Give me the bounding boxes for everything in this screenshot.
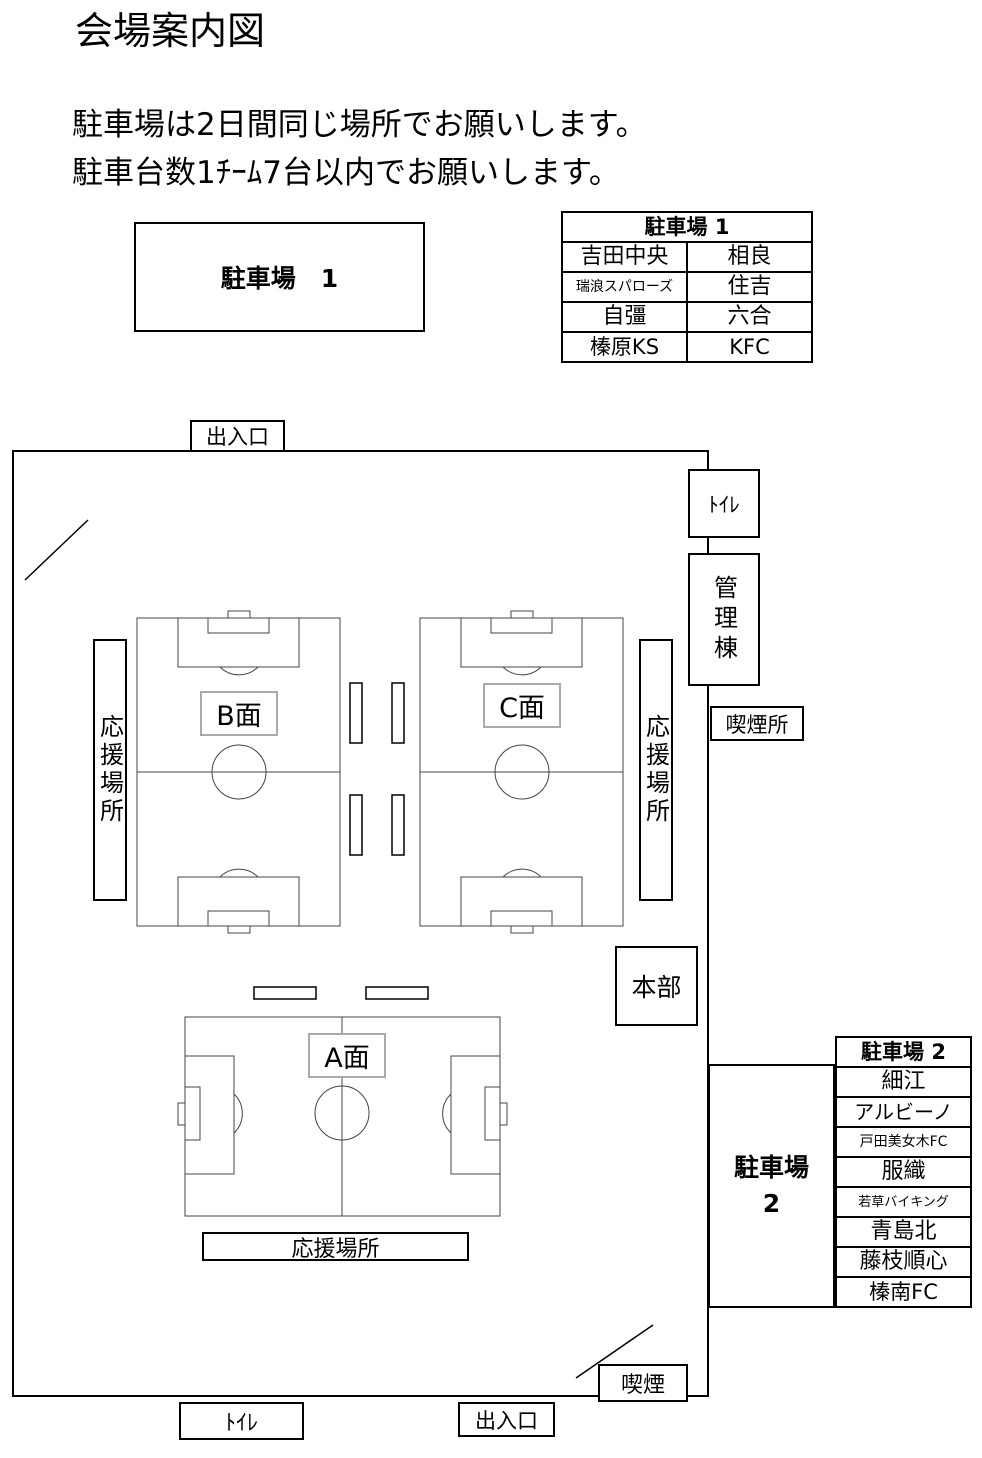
entrance-bottom: 出入口 [458, 1402, 555, 1437]
field-c-pitch [419, 610, 624, 934]
cheer-area-right: 応援場所 [639, 639, 673, 901]
parking-1-label: 駐車場 1 [220, 264, 339, 293]
toilet-top: ﾄｲﾚ [688, 469, 760, 538]
bench [365, 986, 429, 1000]
field-a-label: A面 [308, 1033, 386, 1078]
parking-2-team: 細江 [835, 1066, 972, 1098]
parking-2-team: 戸田美女木FC [835, 1126, 972, 1158]
bench [253, 986, 317, 1000]
parking-2-team: 青島北 [835, 1216, 972, 1248]
headquarters-label: 本部 [631, 973, 682, 1002]
smoking-bottom: 喫煙 [598, 1364, 688, 1402]
cheer-area-bottom-label: 応援場所 [291, 1236, 380, 1262]
parking-1-team: 榛原KS [561, 331, 688, 363]
toilet-bottom-label: ﾄｲﾚ [224, 1411, 258, 1436]
parking-2-number: 2 [762, 1189, 781, 1218]
entrance-bottom-label: 出入口 [475, 1408, 538, 1433]
parking-1-team: 住吉 [686, 271, 813, 303]
parking-note-2: 駐車台数1ﾁｰﾑ7台以内でお願いします。 [72, 155, 620, 191]
entrance-top-label: 出入口 [206, 425, 269, 449]
parking-1-area: 駐車場 1 [134, 222, 425, 332]
admin-building-label: 管理棟 [709, 574, 738, 665]
parking-1-table: 駐車場 1 吉田中央 相良 瑞浪スパローズ 住吉 自彊 六合 榛原KS KFC [561, 211, 813, 363]
bench [349, 682, 363, 744]
page-title: 会場案内図 [75, 9, 266, 53]
cheer-area-left: 応援場所 [93, 639, 127, 901]
parking-2-team: 若草バイキング [835, 1186, 972, 1218]
headquarters: 本部 [615, 946, 698, 1026]
admin-building: 管理棟 [688, 553, 760, 686]
field-b-pitch [136, 610, 341, 934]
cheer-area-right-label: 応援場所 [641, 714, 670, 826]
smoking-area: 喫煙所 [710, 706, 804, 741]
field-a-label-text: A面 [324, 1043, 370, 1074]
parking-1-team: 自彊 [561, 301, 688, 333]
parking-2-team: アルビーノ [835, 1096, 972, 1128]
parking-2-team: 藤枝順心 [835, 1246, 972, 1278]
cheer-area-left-label: 応援場所 [95, 714, 124, 826]
smoking-bottom-label: 喫煙 [620, 1373, 665, 1398]
entrance-top: 出入口 [190, 420, 285, 452]
toilet-bottom: ﾄｲﾚ [179, 1402, 304, 1440]
bench [391, 794, 405, 856]
bench [349, 794, 363, 856]
parking-1-team: 吉田中央 [561, 241, 688, 273]
field-c-label: C面 [483, 683, 561, 728]
site-boundary [12, 450, 709, 1397]
parking-note-1: 駐車場は2日間同じ場所でお願いします。 [72, 107, 647, 143]
parking-1-team: 相良 [686, 241, 813, 273]
parking-2-table-title: 駐車場 2 [835, 1036, 972, 1068]
field-c-label-text: C面 [499, 693, 545, 724]
parking-1-team: KFC [686, 331, 813, 363]
gate-marker [575, 1324, 654, 1379]
field-b-label-text: B面 [216, 701, 262, 732]
parking-1-team: 瑞浪スパローズ [561, 271, 688, 303]
parking-1-table-title: 駐車場 1 [561, 211, 813, 243]
parking-2-team: 榛南FC [835, 1276, 972, 1308]
bench [391, 682, 405, 744]
smoking-area-label: 喫煙所 [725, 712, 789, 737]
toilet-top-label: ﾄｲﾚ [708, 492, 740, 517]
parking-2-table: 駐車場 2 細江 アルビーノ 戸田美女木FC 服織 若草バイキング 青島北 藤枝… [835, 1036, 972, 1308]
parking-2-team: 服織 [835, 1156, 972, 1188]
gate-marker [24, 519, 89, 581]
field-b-label: B面 [200, 691, 278, 736]
parking-2-label: 駐車場 [733, 1153, 809, 1182]
cheer-area-bottom: 応援場所 [202, 1232, 469, 1262]
parking-1-team: 六合 [686, 301, 813, 333]
parking-2-area: 駐車場 2 [708, 1064, 835, 1308]
field-a-pitch [177, 1016, 508, 1217]
